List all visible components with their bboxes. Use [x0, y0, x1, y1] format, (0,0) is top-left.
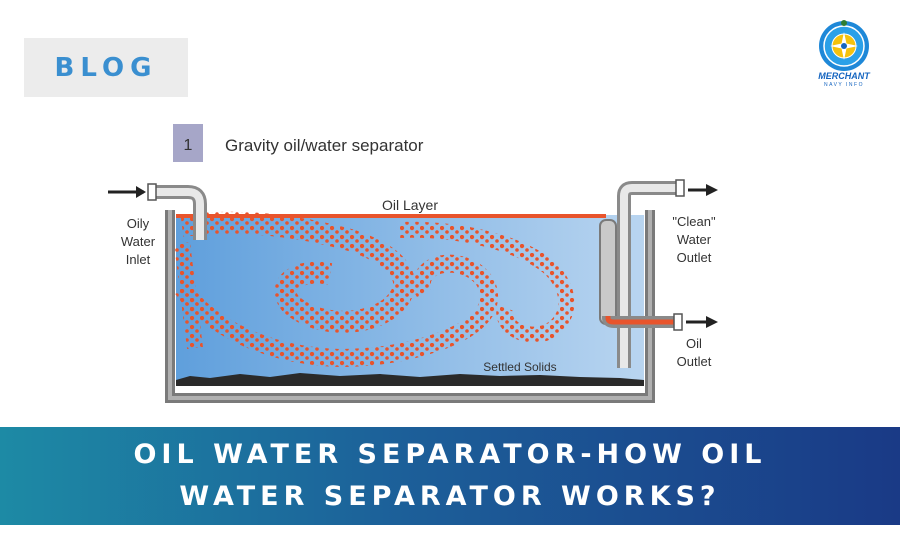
diagram-title: Gravity oil/water separator — [225, 136, 424, 155]
inlet-label-1: Oily — [127, 216, 150, 231]
article-title: OIL WATER SEPARATOR-HOW OIL WATER SEPARA… — [133, 439, 767, 512]
oil-outlet-label-2: Outlet — [677, 354, 712, 369]
clean-label-2: Water — [677, 232, 712, 247]
oil-droplets — [174, 211, 575, 368]
oil-outlet-label-1: Oil — [686, 336, 702, 351]
settled-solids — [176, 373, 644, 386]
logo-name: MERCHANT — [818, 71, 870, 81]
blog-label: BLOG — [54, 52, 158, 83]
logo-subtitle: NAVY INFO — [824, 82, 864, 88]
oil-layer-label: Oil Layer — [382, 197, 438, 213]
compass-emblem-icon — [819, 20, 869, 71]
oil-layer — [176, 214, 606, 218]
clean-label-3: Outlet — [677, 250, 712, 265]
figure-number-box — [173, 124, 203, 162]
settled-solids-label: Settled Solids — [483, 360, 556, 374]
blog-tag[interactable]: BLOG — [24, 38, 188, 97]
baffle — [599, 219, 617, 325]
separator-diagram: 1 Gravity oil/water separator — [100, 118, 740, 408]
inlet-label-2: Water — [121, 234, 156, 249]
inlet-label-3: Inlet — [126, 252, 151, 267]
clean-label-1: "Clean" — [672, 214, 716, 229]
merchant-navy-logo[interactable]: MERCHANT NAVY INFO — [812, 18, 876, 94]
title-banner: OIL WATER SEPARATOR-HOW OIL WATER SEPARA… — [0, 427, 900, 525]
figure-number: 1 — [184, 137, 193, 154]
